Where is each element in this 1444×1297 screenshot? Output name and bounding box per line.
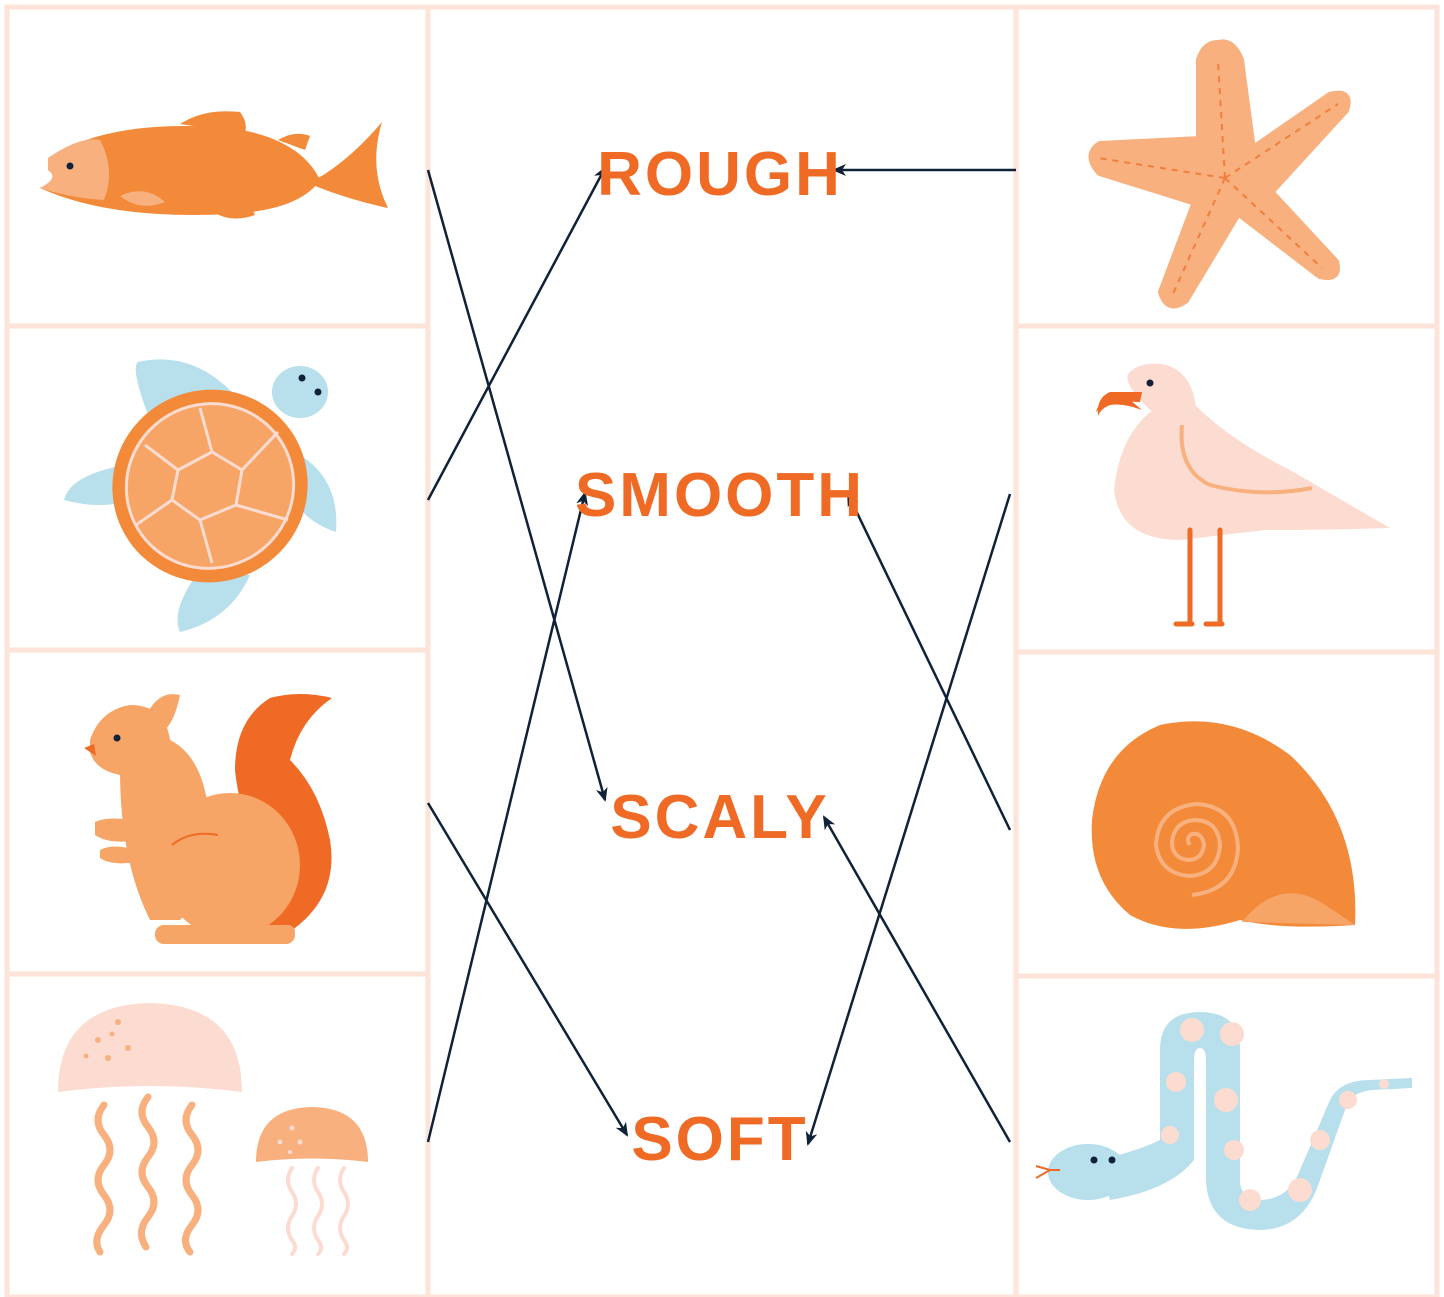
turtle-icon (64, 358, 339, 632)
jellyfish-icon (58, 1003, 368, 1254)
arrow-snake-to-scaly (824, 817, 1010, 1142)
word-scaly: SCALY (610, 783, 829, 852)
arrow-squirrel-to-soft (428, 803, 627, 1135)
snake-icon (1036, 1012, 1412, 1230)
seagull-icon (1096, 364, 1390, 624)
fish-icon (40, 111, 388, 218)
word-rough: ROUGH (597, 140, 843, 209)
arrow-seagull-to-soft (808, 494, 1010, 1144)
word-smooth: SMOOTH (575, 461, 865, 530)
connection-arrows (428, 168, 1016, 1144)
word-soft: SOFT (631, 1105, 808, 1174)
starfish-icon (1093, 43, 1347, 304)
arrow-turtle-to-rough (428, 168, 605, 500)
seashell-icon (1092, 721, 1356, 929)
arrow-jellyfish-to-smooth (428, 493, 585, 1142)
squirrel-icon (84, 694, 332, 944)
arrow-seashell-to-smooth (848, 494, 1010, 830)
